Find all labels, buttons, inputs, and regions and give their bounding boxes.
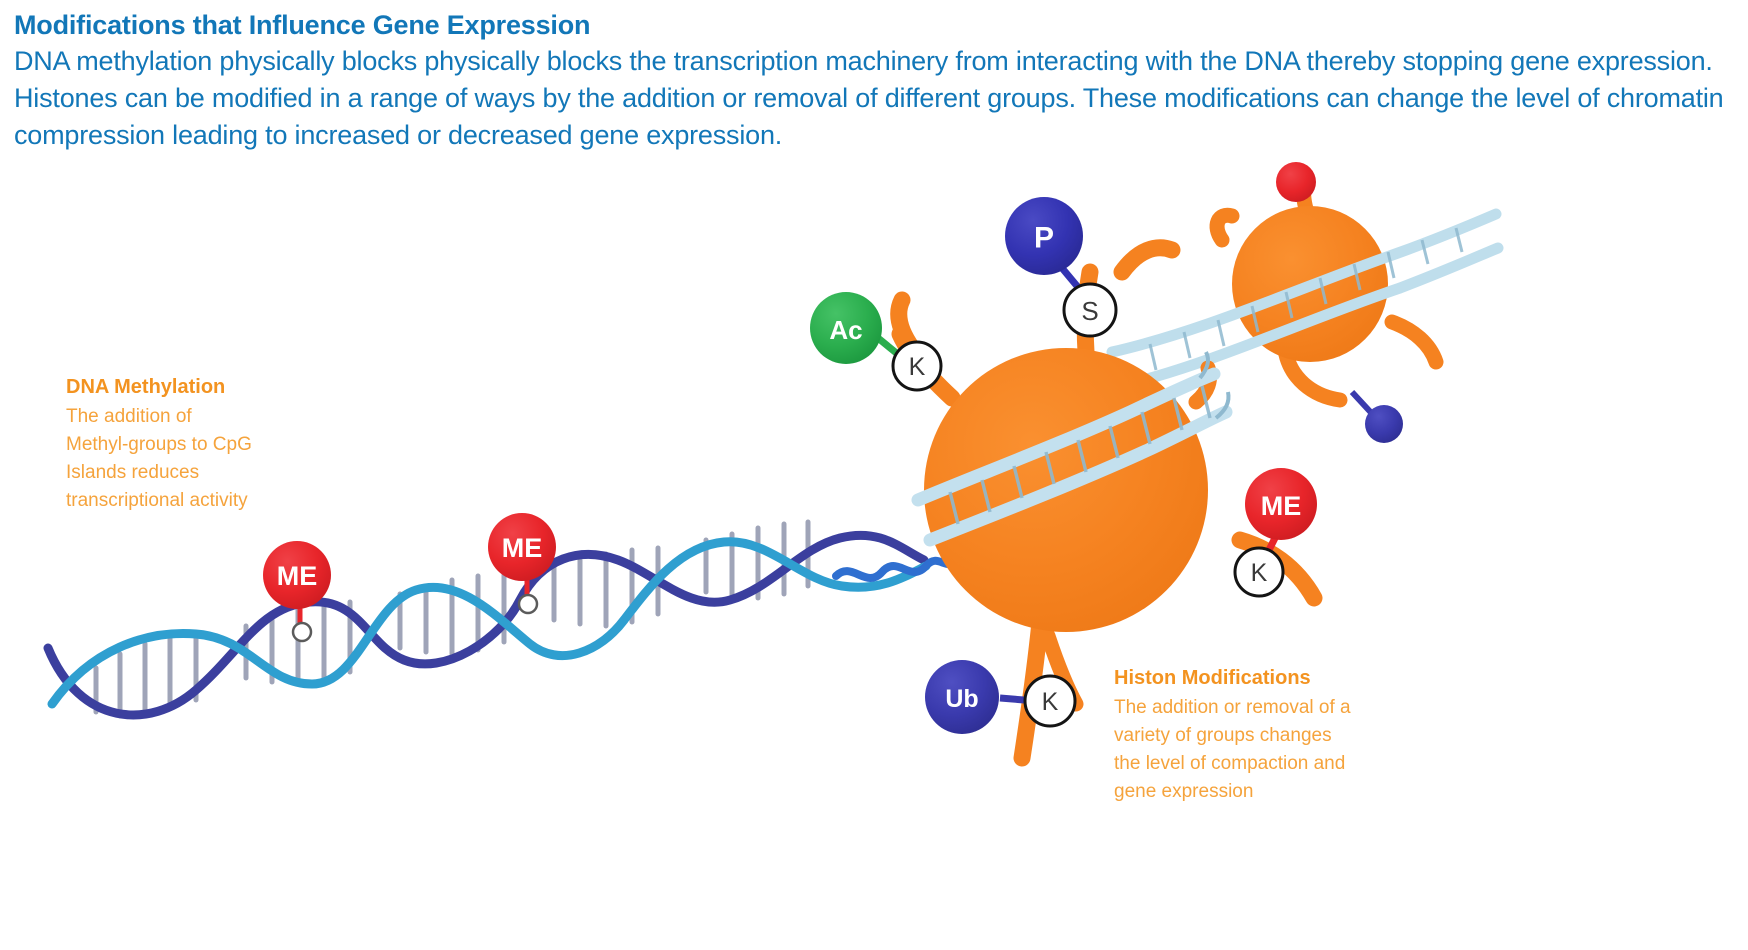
serine-residue[interactable] (1062, 282, 1118, 338)
methyl-badge-left[interactable]: ME (263, 541, 331, 643)
phospho-badge[interactable] (1005, 197, 1083, 275)
methyl-badge-middle[interactable]: ME (488, 513, 556, 615)
nucleosome-background (1106, 162, 1504, 443)
dna-strand-light (47, 537, 931, 709)
page-title: Modifications that Influence Gene Expres… (14, 10, 591, 40)
phospho-badge-label: P (1034, 222, 1054, 255)
methyl-badge-background[interactable] (1276, 162, 1316, 202)
methyl-badge-right-label: ME (1261, 491, 1302, 521)
acetyl-badge[interactable] (810, 292, 882, 364)
lysine-residue-ubiquitin-label: K (1042, 688, 1059, 716)
dna-strand-compressed (832, 556, 960, 582)
callout-histone-modifications-title: Histon Modifications (1114, 667, 1311, 689)
phospho-modification[interactable]: P S (1005, 197, 1118, 338)
nucleosome-main: Ac K P S ME K (810, 197, 1323, 767)
histone-tail-acetyl-b (890, 291, 921, 357)
serine-residue-label: S (1081, 296, 1098, 326)
nucleosome-dna-wrap (911, 351, 1233, 547)
callout-dna-methylation-title: DNA Methylation (66, 376, 226, 398)
histone-tail-upper-right (1113, 239, 1181, 281)
methyl-badge-right[interactable] (1245, 468, 1317, 540)
callout-dna-methylation: DNA Methylation The addition of Methyl-g… (66, 374, 252, 515)
callout-histone-modifications-body: The addition or removal of a variety of … (1114, 697, 1351, 802)
lysine-residue-methyl-label: K (1251, 559, 1268, 587)
nucleosome-bg-dna-wrap (1106, 208, 1504, 388)
lysine-residue-acetyl-label: K (909, 353, 926, 381)
histone-tail-bg-left (1209, 207, 1240, 248)
ubiquitin-badge-label: Ub (945, 685, 978, 713)
dna-double-helix (43, 519, 960, 720)
phospho-badge-background[interactable] (1349, 389, 1403, 443)
ubiquitin-modification[interactable]: Ub K (925, 660, 1077, 734)
methyl-badge-left-label: ME (277, 561, 318, 591)
acetyl-modification[interactable]: Ac K (810, 292, 943, 392)
methyl-modification-right[interactable]: ME K (1233, 468, 1317, 598)
histone-tail-bg-right (1384, 314, 1444, 370)
callout-histone-modifications: Histon Modifications The addition or rem… (1114, 665, 1351, 806)
acetyl-badge-label: Ac (829, 315, 862, 345)
lysine-residue-acetyl[interactable] (891, 340, 943, 392)
ubiquitin-badge[interactable] (925, 660, 999, 734)
header-block: Modifications that Influence Gene Expres… (14, 8, 1744, 154)
nucleosome-dna-rungs (948, 385, 1212, 525)
callout-dna-methylation-body: The addition of Methyl-groups to CpG Isl… (66, 406, 252, 511)
lysine-residue-ubiquitin[interactable] (1023, 674, 1077, 728)
methyl-badge-middle-label: ME (502, 533, 543, 563)
page-description: DNA methylation physically blocks physic… (14, 46, 1724, 150)
lysine-residue-methyl[interactable] (1233, 546, 1285, 598)
